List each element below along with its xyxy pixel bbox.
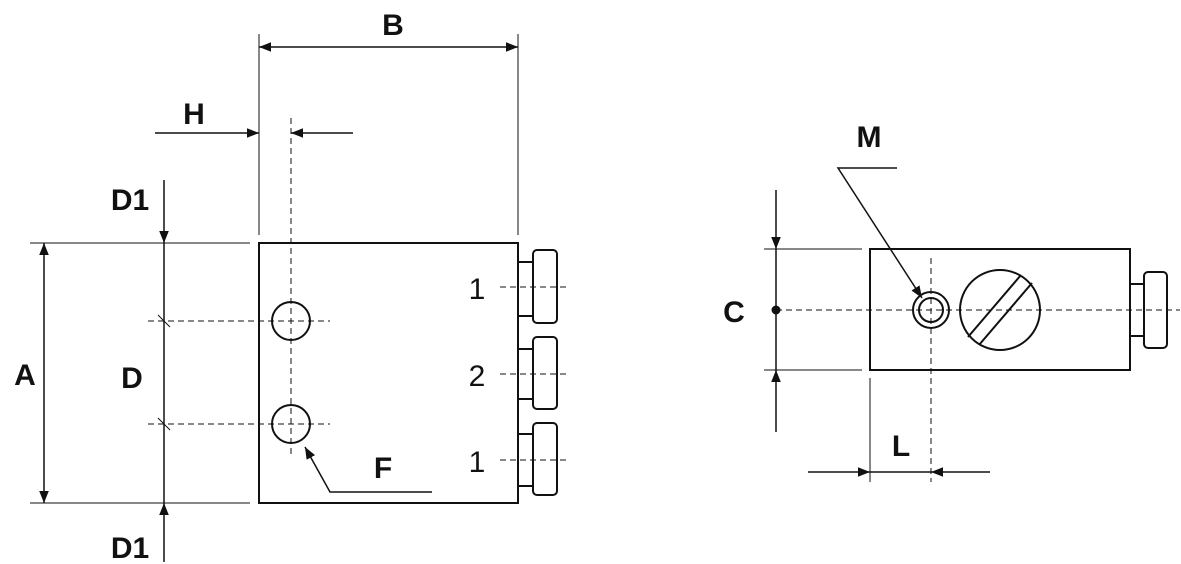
leader-f [304, 446, 432, 493]
label-m: M [857, 121, 882, 154]
label-c: C [723, 296, 745, 329]
label-d1-top: D1 [111, 184, 149, 217]
port-number-1: 1 [469, 273, 486, 306]
port-fitting-2 [500, 336, 570, 410]
port-number-3: 1 [469, 446, 486, 479]
label-f: F [374, 452, 392, 485]
label-l: L [892, 430, 910, 463]
port-fitting-1 [500, 249, 570, 324]
label-b: B [382, 9, 404, 42]
front-view [30, 34, 570, 562]
label-d: D [121, 362, 143, 395]
side-view [764, 167, 1180, 482]
side-port-fitting [1129, 271, 1168, 349]
screw-slot-b [978, 282, 1033, 346]
label-d1-bottom: D1 [111, 532, 149, 564]
leader-m [836, 167, 923, 299]
screw-head [959, 269, 1041, 351]
screw-slot-a [967, 274, 1022, 338]
port-number-2: 2 [469, 360, 486, 393]
label-a: A [14, 359, 36, 392]
port-fitting-3 [500, 422, 570, 496]
label-h: H [183, 98, 205, 131]
